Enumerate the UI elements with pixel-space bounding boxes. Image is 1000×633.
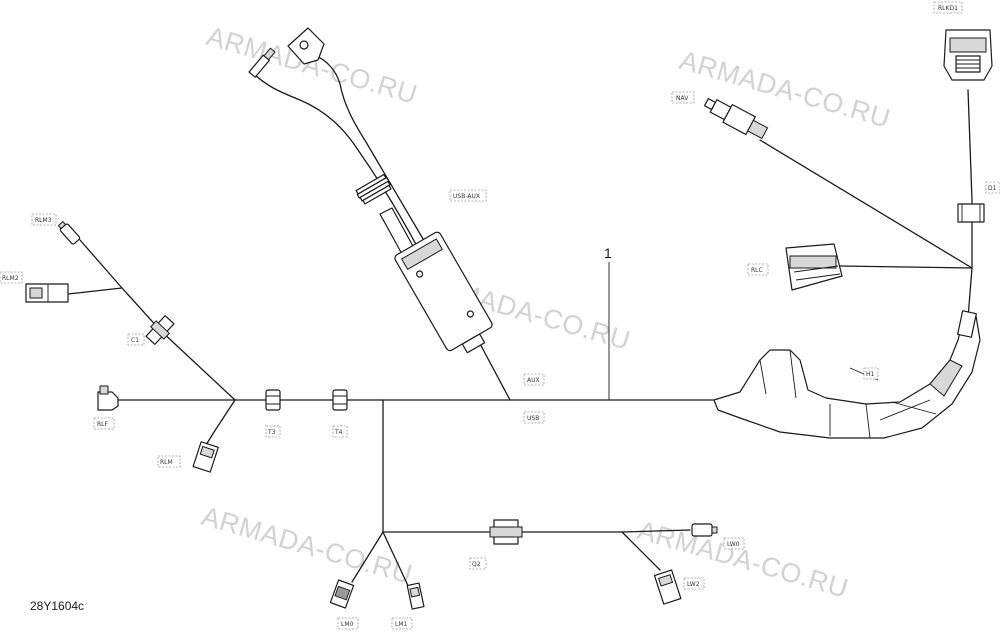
nav-wire bbox=[759, 139, 973, 269]
svg-text:LM0: LM0 bbox=[341, 621, 354, 628]
aux-jack-plug-icon bbox=[248, 47, 276, 78]
svg-text:LM1: LM1 bbox=[395, 621, 408, 628]
rlm3-connector bbox=[57, 220, 81, 245]
lm0-wire bbox=[351, 531, 384, 583]
label-lw0: LW0 bbox=[723, 537, 745, 550]
svg-text:H1: H1 bbox=[866, 371, 875, 378]
watermarks: ARMADA-CO.RU ARMADA-CO.RU ARMADA-CO.RU A… bbox=[198, 21, 893, 604]
watermark-2: ARMADA-CO.RU bbox=[676, 45, 893, 134]
lw2-wire bbox=[621, 531, 661, 571]
label-nav: NAV bbox=[671, 91, 695, 104]
callout-number: 1 bbox=[604, 245, 612, 261]
label-usb-aux: USB-AUX bbox=[449, 189, 487, 202]
usb-aux-grommet bbox=[355, 173, 392, 205]
lm1-wire bbox=[382, 531, 411, 591]
label-rlkd1: RLKD1 bbox=[933, 1, 963, 14]
label-rlm2: RLM2 bbox=[0, 271, 23, 284]
h1-boot-assembly bbox=[713, 310, 981, 439]
label-c1: C1 bbox=[127, 333, 145, 346]
label-d1: D1 bbox=[985, 181, 1000, 194]
label-lw2: LW2 bbox=[683, 577, 705, 590]
label-rlm: RLM bbox=[157, 455, 181, 468]
svg-text:USB: USB bbox=[527, 415, 539, 422]
label-q2: Q2 bbox=[469, 557, 487, 570]
svg-text:RLC: RLC bbox=[751, 267, 763, 274]
rlm2-branch-wire bbox=[67, 287, 123, 295]
upper-left-branch-wire bbox=[79, 239, 236, 401]
lm1-connector bbox=[406, 582, 425, 610]
svg-text:C1: C1 bbox=[131, 337, 139, 344]
usb-aux-cable-right bbox=[315, 55, 427, 245]
usb-aux-module-body bbox=[394, 231, 493, 354]
svg-text:NAV: NAV bbox=[676, 95, 689, 102]
svg-text:T4: T4 bbox=[334, 429, 343, 436]
svg-text:RLF: RLF bbox=[97, 421, 109, 428]
rlc-connector bbox=[785, 243, 843, 291]
rlf-connector bbox=[97, 385, 119, 411]
svg-text:T3: T3 bbox=[267, 429, 276, 436]
label-rlf: RLF bbox=[93, 417, 115, 430]
svg-text:LW0: LW0 bbox=[727, 541, 740, 548]
rlkd1-connector bbox=[943, 29, 993, 81]
svg-text:LW2: LW2 bbox=[687, 581, 700, 588]
rlc-wire bbox=[839, 265, 973, 269]
svg-text:RLM: RLM bbox=[160, 459, 173, 466]
rlkd1-wire bbox=[967, 89, 973, 319]
ring-terminal-icon bbox=[287, 27, 325, 65]
usb-aux-module bbox=[248, 27, 493, 354]
q2-grommet bbox=[489, 519, 523, 545]
label-lm1: LM1 bbox=[391, 617, 413, 630]
label-lm0: LM0 bbox=[337, 617, 359, 630]
svg-text:Q2: Q2 bbox=[472, 561, 481, 568]
t3-connector bbox=[265, 389, 281, 411]
nav-connector bbox=[703, 98, 769, 140]
label-rlm3: RLM3 bbox=[31, 213, 57, 226]
svg-text:D1: D1 bbox=[988, 185, 997, 192]
lw0-connector bbox=[691, 523, 718, 537]
label-usb: USB bbox=[523, 411, 545, 424]
rlm-connector bbox=[192, 441, 219, 473]
usb-aux-cable-left bbox=[251, 71, 419, 249]
d1-clip bbox=[957, 203, 985, 223]
lm0-connector bbox=[329, 579, 355, 609]
rlm2-connector bbox=[25, 283, 69, 303]
svg-text:RLM2: RLM2 bbox=[2, 275, 19, 282]
svg-text:RLKD1: RLKD1 bbox=[938, 5, 958, 12]
usb-aux-wire bbox=[477, 339, 511, 401]
svg-text:AUX: AUX bbox=[527, 377, 540, 384]
drawing-code: 28Y1604c bbox=[30, 599, 84, 613]
label-aux: AUX bbox=[523, 373, 545, 386]
label-rlc: RLC bbox=[747, 263, 769, 276]
c1-grommet bbox=[145, 315, 175, 345]
label-t4: T4 bbox=[332, 425, 348, 438]
label-t3: T3 bbox=[265, 425, 281, 438]
lw2-connector bbox=[653, 569, 682, 605]
t4-connector bbox=[332, 389, 348, 411]
rlm-branch-wire bbox=[205, 399, 236, 446]
lw0-wire bbox=[621, 529, 691, 533]
svg-text:RLM3: RLM3 bbox=[35, 217, 52, 224]
label-h1: H1 bbox=[863, 367, 879, 380]
svg-text:USB-AUX: USB-AUX bbox=[453, 193, 480, 200]
